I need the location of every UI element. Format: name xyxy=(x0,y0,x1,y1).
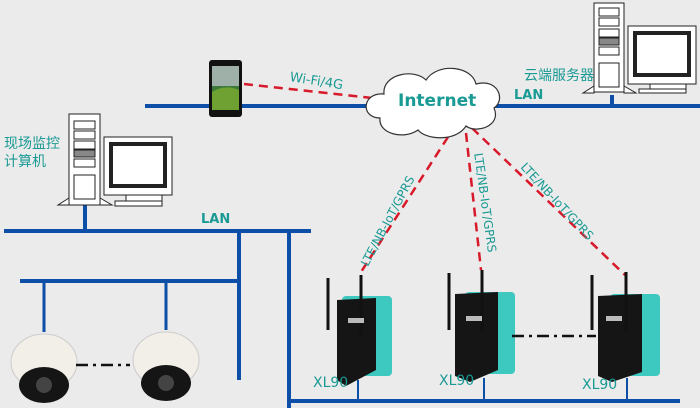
internet-cloud xyxy=(365,67,500,139)
device-label-3: XL90 xyxy=(582,377,618,393)
camera-2-icon xyxy=(132,331,200,401)
xl90-device-3-icon xyxy=(590,272,660,382)
cloud-server-label: 云端服务器 xyxy=(524,68,594,84)
cloud-server-icon xyxy=(581,2,697,94)
lan-main-label: LAN xyxy=(201,212,231,227)
local-pc-label-line1: 现场监控 xyxy=(4,136,60,152)
lan-top-label: LAN xyxy=(514,88,544,103)
local-pc-icon xyxy=(56,113,173,207)
xl90-device-1-icon xyxy=(326,275,392,386)
xl90-device-2-icon xyxy=(447,270,515,382)
device-label-2: XL90 xyxy=(439,373,475,389)
wireless-links xyxy=(243,82,626,276)
tablet-icon xyxy=(209,60,242,117)
device-label-1: XL90 xyxy=(313,375,349,391)
internet-label: Internet xyxy=(398,91,477,111)
local-pc-label-line2: 计算机 xyxy=(4,154,46,170)
camera-1-icon xyxy=(10,333,78,403)
